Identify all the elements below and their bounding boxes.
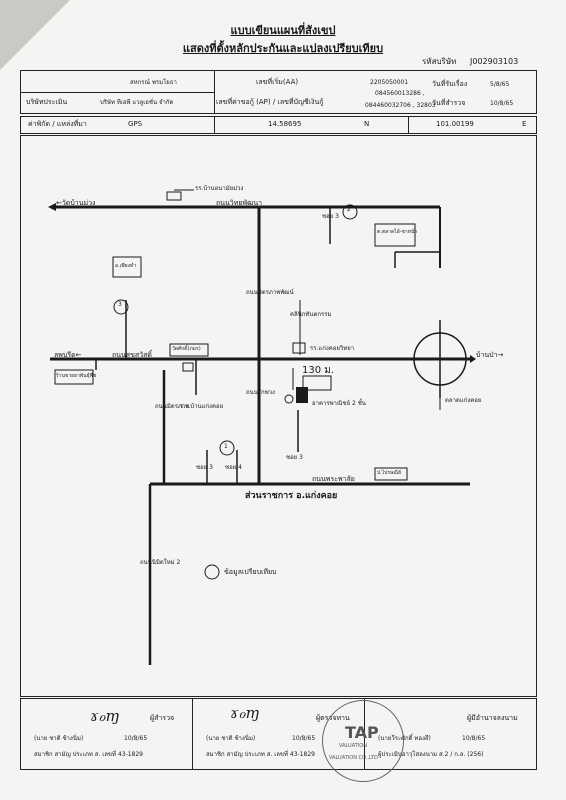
label-wat: วัดศักดิ์(ภมร) <box>172 346 201 352</box>
label-post-office: ป.ไปรษณีย์ <box>377 470 402 476</box>
surveyor-date: 10/8/65 <box>124 735 148 742</box>
company-code-label: รหัสบริษัท <box>422 57 457 66</box>
ap-value-2: 084460032706 , 32803 <box>365 102 436 109</box>
subject-property <box>296 387 308 403</box>
label-school-mid: รร.แก่งคอยวิทยา <box>310 345 355 352</box>
reviewer-date: 10/8/65 <box>292 735 316 742</box>
signature-box <box>20 698 537 770</box>
label-school-top: รร.บ้านอนามัยม่วง <box>195 185 244 192</box>
reviewer-name: (นาย ชาติ ช้างนิ่ม) <box>206 735 256 742</box>
reviewer-signature: ɤℴɱ <box>230 704 260 722</box>
label-two-storey: อาคารพาณิชย์ 2 ชั้น <box>312 400 366 407</box>
approver-date: 10/8/65 <box>462 735 486 742</box>
label-soi3: ซอย 3 <box>196 464 213 471</box>
gps-lat: 14.58695 <box>268 120 302 128</box>
label-wat-ban-muang: ←วัดบ้านม่วง <box>56 199 96 207</box>
page-subtitle: แสดงที่ตั้งหลักประกันและแปลงเปรียบเทียบ <box>182 42 384 55</box>
label-circle-2: 2 <box>347 206 351 213</box>
surveyor-name: (นาย ชาติ ช้างนิ่ม) <box>34 735 84 742</box>
legend-circle <box>204 564 220 580</box>
map-frame <box>20 135 537 697</box>
received-label: วันที่รับเรื่อง <box>432 80 468 88</box>
label-ban-pa: บ้านป่า→ <box>476 351 504 359</box>
appraiser-label: บริษัทประเมิน <box>26 98 68 106</box>
label-government: ส่วนราชการ อ.แก่งคอย <box>245 491 338 501</box>
gps-lat-dir: N <box>364 120 370 128</box>
label-road-rakpuang: ถนนรักพวง <box>246 389 275 396</box>
company-code: J002903103 <box>470 57 519 66</box>
folded-corner <box>0 0 70 70</box>
ap-value-1: 084560013286 , <box>375 90 425 97</box>
gps-lon: 101.00199 <box>436 120 474 128</box>
label-road-witthayaphat: ถนนวิทยพัฒนา <box>216 199 263 207</box>
label-road-phrachaa: ถนนพระพาลัย <box>312 475 355 483</box>
aa-label: เลขที่เริ่ม(AA) <box>256 78 299 86</box>
label-road-nimitmai: ถนนนิมิตใหม่ 2 <box>140 559 181 566</box>
surveyor-license: สมาชิก สามัญ ประเภท ส. เลขที่ 43-1829 <box>34 751 143 758</box>
company-stamp: TAP VALUATION VALUATION CO.,LTD <box>322 700 404 782</box>
label-road-suksawat: ถนนสุขสวัสดิ์ <box>112 351 152 359</box>
approver-license: ผู้ประเมินอาวุโสลงนาม ส.2 / ก.ล. (256) <box>378 751 484 758</box>
label-tambon-office: อ.เพียงคำ <box>115 263 137 269</box>
label-road-mittraphap2: ถนนมิตรภาพ <box>155 403 190 410</box>
label-soi3b: ซอย 3 <box>286 454 303 461</box>
label-market: ต.ตลาดไอ้-ชาหน้า <box>377 229 418 235</box>
surveyor-signature: ɤℴɱ <box>90 707 120 725</box>
label-clinic: คลินิกทันตกรรม <box>290 311 332 318</box>
label-pharmacy: ร้านขายยาพันธุ์พืช <box>56 373 97 379</box>
surveyor-role: ผู้สำรวจ <box>150 714 175 722</box>
approver-role: ผู้มีอำนาจลงนาม <box>467 714 518 722</box>
label-road-mittraphap: ถนนมิตรภาพพัฒน์ <box>246 289 294 296</box>
received-value: 5/8/65 <box>490 81 510 88</box>
approver-name: (นายวีระศักดิ์ ทองสี) <box>378 735 431 742</box>
label-soi3-top: ซอย 3 <box>322 213 339 220</box>
gps-source: GPS <box>128 120 143 128</box>
gps-label: ค่าพิกัด / แหล่งที่มา <box>28 120 87 128</box>
stamp-sub-1: VALUATION <box>339 743 367 749</box>
appraiser-value: บริษัท ทีเอพี แวลูเอชั่น จำกัด <box>100 99 174 106</box>
reviewer-license: สมาชิก สามัญ ประเภท ส. เลขที่ 43-1829 <box>206 751 315 758</box>
legend-label: ข้อมูลเปรียบเทียบ <box>224 568 277 576</box>
survey-value: 10/8/65 <box>490 100 514 107</box>
page-title: แบบเขียนแผนที่สังเขป <box>230 24 336 37</box>
stamp-text: TAP <box>345 723 379 742</box>
gps-row <box>20 116 537 134</box>
label-circle-3: 3 <box>118 301 122 308</box>
label-to-lopburi: ลพบุรีด← <box>54 351 82 359</box>
label-market-right: ตลาดแก่งคอย <box>445 397 482 404</box>
label-distance: 130 ม. <box>302 365 335 376</box>
gps-lon-dir: E <box>522 120 527 128</box>
label-temple-left: ร.ร.บ้านแก่งคอย <box>180 403 224 410</box>
ap-label: เลขที่ค่าขอกู้ (AP) / เลขที่บัญชีเงินกู้ <box>216 98 324 106</box>
survey-label: วันที่สำรวจ <box>432 99 466 107</box>
aa-value: 2205050001 <box>370 79 409 86</box>
customer-value: สหกรณ์ พรมโยธา <box>130 79 177 86</box>
label-circle-1: 1 <box>224 443 228 450</box>
stamp-sub-2: VALUATION CO.,LTD <box>329 755 378 761</box>
label-soi4: ซอย 4 <box>225 464 242 471</box>
